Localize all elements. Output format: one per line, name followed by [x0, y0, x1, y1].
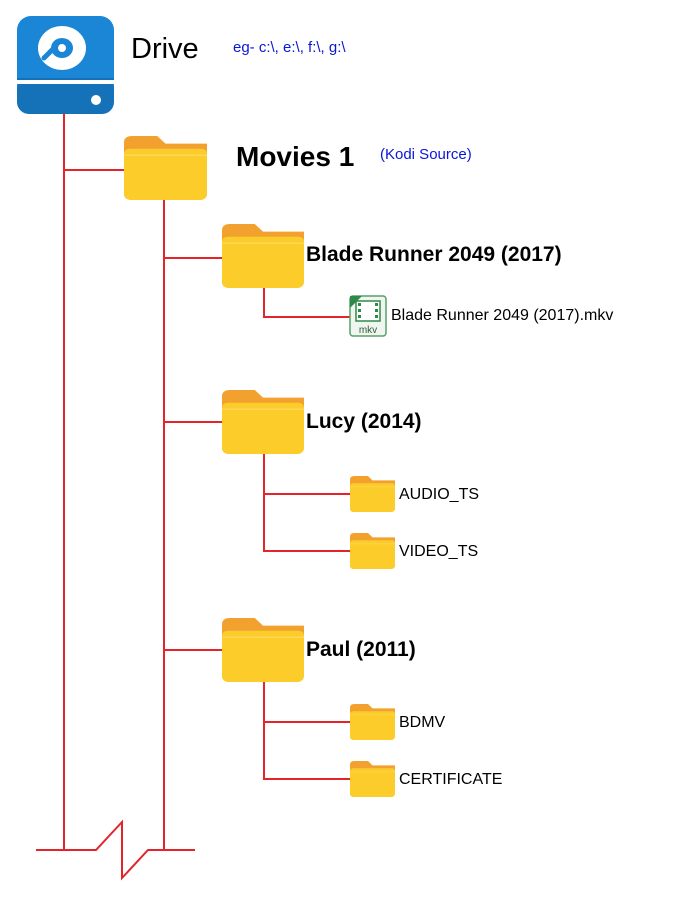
mkv-badge-label: mkv: [359, 325, 377, 336]
truncation-break-line: [36, 819, 195, 881]
file-label-blade-runner-mkv: Blade Runner 2049 (2017).mkv: [391, 307, 614, 324]
drive-note: eg- c:\, e:\, f:\, g:\: [233, 39, 346, 56]
mkv-file-icon: mkv: [349, 295, 387, 337]
folder-label-paul: Paul (2011): [306, 638, 416, 661]
folder-label-certificate: CERTIFICATE: [399, 771, 503, 788]
lucy-folder-icon: [221, 389, 305, 455]
paul-folder-icon: [221, 617, 305, 683]
blade-runner-folder-icon: [221, 223, 305, 289]
movies-source-label: Movies 1: [236, 141, 355, 172]
certificate-folder-icon: [349, 760, 396, 798]
movies-folder-icon: [123, 135, 208, 201]
drive-label: Drive: [131, 33, 199, 65]
bdmv-folder-icon: [349, 703, 396, 741]
kodi-source-note: (Kodi Source): [380, 146, 472, 163]
connector-lines: [36, 112, 350, 881]
audio-ts-folder-icon: [349, 475, 396, 513]
folder-label-audio-ts: AUDIO_TS: [399, 486, 480, 503]
folder-label-bdmv: BDMV: [399, 714, 446, 731]
lucy-sub-line: [263, 452, 350, 552]
folder-label-lucy: Lucy (2014): [306, 410, 422, 433]
folder-label-video-ts: VIDEO_TS: [399, 543, 479, 560]
folder-label-blade-runner: Blade Runner 2049 (2017): [306, 243, 562, 266]
video-ts-folder-icon: [349, 532, 396, 570]
paul-sub-line: [263, 680, 350, 780]
blade-runner-sub-line: [263, 288, 350, 318]
hard-drive-icon: [17, 16, 114, 114]
